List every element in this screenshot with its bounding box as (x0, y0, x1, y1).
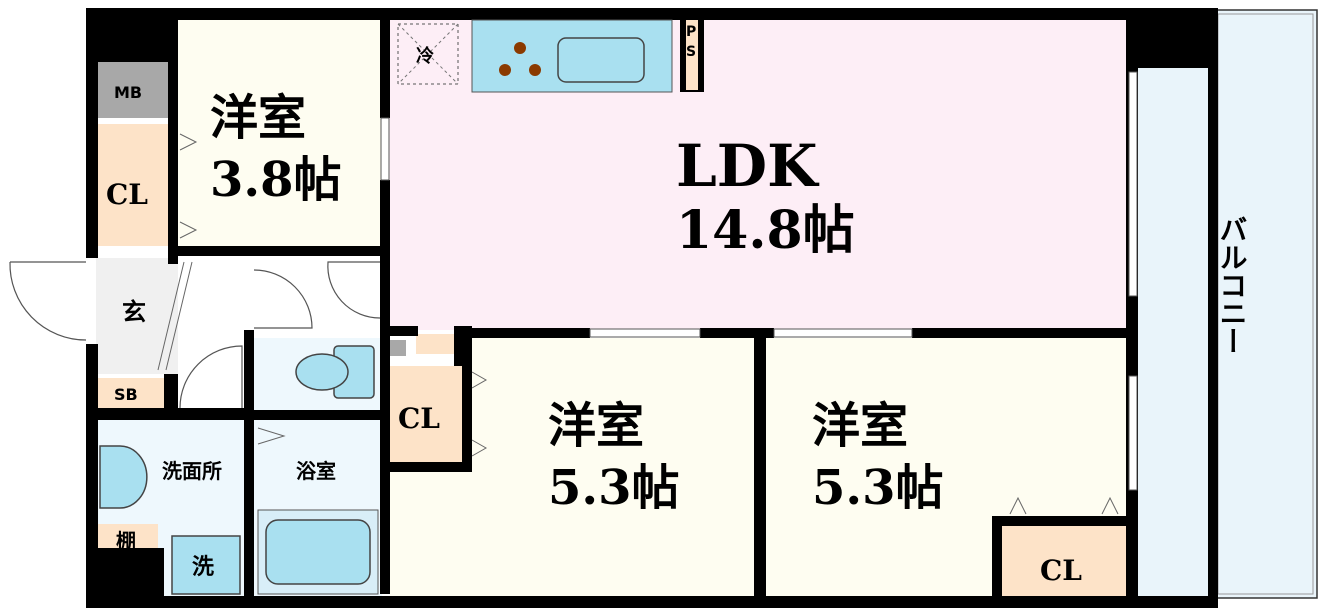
ps-label-p: P (686, 24, 696, 40)
western2-size: 5.3帖 (548, 460, 680, 516)
fridge-icon: 冷 (397, 23, 459, 85)
washroom-label: 洗面所 (162, 459, 222, 483)
windows (380, 71, 1138, 491)
fridge-label: 冷 (416, 45, 434, 67)
western2-name: 洋室 (548, 398, 644, 454)
sb-label: SB (114, 385, 138, 404)
kitchen: 冷 P S (397, 19, 696, 93)
western2-lower-floor (390, 462, 480, 600)
washer-label: 洗 (192, 554, 214, 580)
western3-name: 洋室 (812, 398, 908, 454)
shelf-label: 棚 (116, 529, 136, 553)
stove-icon (499, 42, 541, 76)
mb-box (96, 62, 168, 118)
toilet-icon (295, 345, 375, 399)
balcony-area: バルコニー (1136, 9, 1318, 599)
bathroom-label: 浴室 (296, 459, 336, 483)
western1-floor (176, 18, 382, 246)
washbasin-icon (99, 445, 148, 509)
entrance-label: 玄 (122, 297, 146, 326)
western1-name: 洋室 (210, 90, 306, 146)
entrance-floor (96, 258, 178, 374)
western3-size: 5.3帖 (812, 460, 944, 516)
ldk-name: LDK (676, 132, 820, 200)
balcony-label: バルコニー (1216, 215, 1249, 355)
washer-icon: 洗 (171, 535, 241, 595)
mb-label: MB (114, 83, 142, 102)
cl2-label: CL (398, 402, 440, 435)
cl3-label: CL (1040, 554, 1082, 587)
sb-box (96, 378, 168, 408)
closet2-floor (390, 366, 462, 462)
door-swing-icon (9, 133, 1119, 515)
sink-icon (557, 37, 645, 83)
ldk-size: 14.8帖 (676, 200, 855, 261)
cl1-label: CL (106, 178, 148, 211)
western1-size: 3.8帖 (210, 152, 342, 208)
ps-label-s: S (686, 44, 696, 60)
bathtub-icon (257, 509, 379, 595)
western2-floor (470, 338, 754, 600)
closet3-floor (1000, 526, 1126, 598)
closet1-floor (96, 124, 168, 246)
passage-floor (416, 334, 458, 354)
